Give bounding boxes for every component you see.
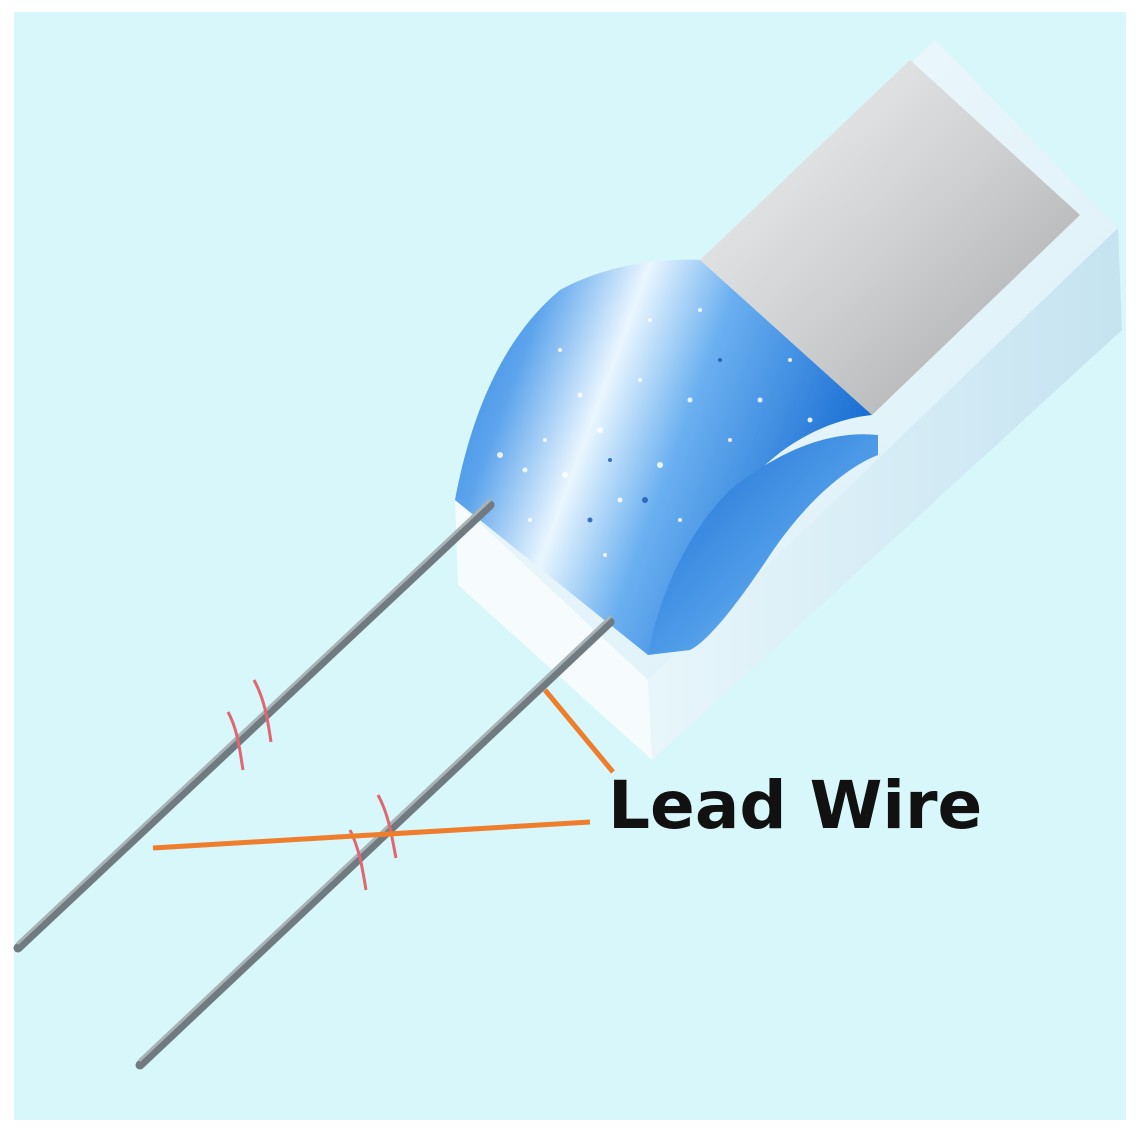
protective-coating [455, 259, 878, 655]
coating-cap [648, 434, 878, 655]
thin-film-element [700, 60, 1080, 415]
substrate-front-face [455, 500, 652, 760]
break-mark-right-2 [376, 794, 398, 859]
coating-speckles [497, 308, 813, 557]
lead-wire-label: Lead Wire [608, 767, 982, 844]
lead-wire-right [135, 617, 615, 1070]
wire-break-marks [226, 679, 398, 891]
lead-wire-left [13, 500, 495, 953]
break-mark-left-2 [252, 679, 273, 743]
pointer-to-right-wire [543, 688, 615, 774]
coating-dark-speckles [587, 358, 722, 523]
lead-wires [13, 498, 615, 1070]
coating-body [455, 259, 872, 655]
pointer-horizontal [152, 819, 591, 851]
lead-wire-right-highlight [138, 615, 612, 1062]
substrate-right-face [648, 228, 1122, 760]
lead-wire-left-highlight [16, 498, 492, 945]
break-mark-left-1 [226, 711, 245, 771]
label-pointers [152, 688, 615, 851]
